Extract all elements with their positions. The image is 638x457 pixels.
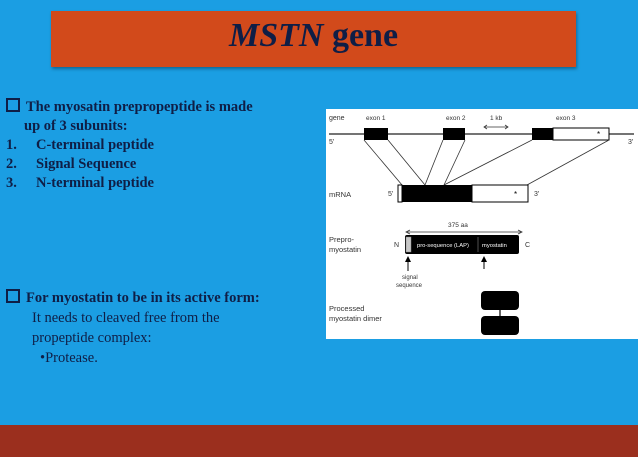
mrna-label: mRNA (329, 190, 351, 199)
list-item: 3. N-terminal peptide (6, 174, 326, 193)
aa-arrow-left-icon (405, 229, 411, 235)
prepro-protein-bar (405, 235, 519, 254)
cleavage-arrow-icon (481, 256, 487, 262)
title-rest: gene (323, 17, 399, 54)
bullet-subunits: The myosatin prepropeptide is made (6, 98, 326, 117)
gene-5prime: 5' (329, 139, 334, 146)
map-line (443, 139, 466, 186)
checkbox-bullet-icon (6, 289, 20, 303)
kb-arrow-right-icon (504, 124, 509, 130)
list-item: 2. Signal Sequence (6, 155, 326, 174)
mrna-coding (402, 185, 472, 202)
footer-bar (0, 425, 638, 457)
exon1-box (364, 128, 388, 140)
exon3-coding-box (532, 128, 553, 140)
prepro-label-2: myostatin (329, 245, 361, 254)
active-form-line-3: •Protease. (40, 350, 98, 366)
mrna-3prime: 3' (534, 191, 539, 198)
active-form-line-2: propeptide complex: (32, 330, 152, 346)
processed-label-2: myostatin dimer (329, 314, 382, 323)
list-text: N-terminal peptide (36, 175, 154, 191)
gene-label: gene (329, 115, 345, 122)
processed-label-1: Processed (329, 304, 364, 313)
list-number: 3. (6, 175, 17, 191)
aa-length-label: 375 aa (448, 222, 468, 229)
spacer (6, 193, 326, 289)
exon3-utr-box (552, 127, 610, 141)
signal-label-2: sequence (396, 283, 423, 289)
list-text: C-terminal peptide (36, 137, 154, 153)
diagram-svg: gene 5' 3' exon 1 exon 2 1 kb exon 3 * m… (329, 115, 634, 335)
n-terminus-label: N (394, 242, 399, 249)
title-gene-symbol: MSTN (228, 17, 324, 54)
title-bar: MSTN gene (51, 11, 576, 67)
map-line (363, 139, 403, 186)
aa-arrow-right-icon (517, 229, 523, 235)
exon3-label: exon 3 (556, 115, 576, 122)
mrna-3utr (471, 184, 529, 203)
list-item: 1. C-terminal peptide (6, 136, 326, 155)
mrna-5prime: 5' (388, 191, 393, 198)
exon1-label: exon 1 (366, 115, 386, 122)
myostatin-gene-diagram: gene 5' 3' exon 1 exon 2 1 kb exon 3 * m… (326, 109, 638, 339)
exon2-label: exon 2 (446, 115, 466, 122)
dimer-top-subunit (481, 291, 519, 310)
c-terminus-label: C (525, 242, 530, 249)
lap-label: pro-sequence (LAP) (417, 243, 469, 249)
map-line (424, 139, 444, 186)
exon2-box (443, 128, 465, 140)
checkbox-bullet-icon (6, 98, 20, 112)
myostatin-domain-label: myostatin (482, 243, 507, 249)
map-line (443, 139, 533, 186)
kb-label: 1 kb (490, 115, 503, 122)
gene-stop-star: * (597, 130, 600, 139)
list-text: Signal Sequence (36, 156, 137, 172)
map-line (387, 139, 426, 186)
prepro-label-1: Prepro- (329, 235, 355, 244)
signal-label-1: signal (402, 275, 418, 281)
mrna-5utr (397, 184, 403, 203)
signal-sequence-box (405, 236, 412, 253)
list-number: 1. (6, 137, 17, 153)
signal-arrow-icon (405, 256, 411, 262)
bullet-active-form: For myostatin to be in its active form: (6, 289, 326, 308)
slide-title: MSTN gene (51, 17, 576, 55)
mrna-stop-star: * (514, 190, 517, 199)
active-form-line-1: It needs to cleaved free from the (32, 310, 220, 326)
left-text-column: The myosatin prepropeptide is made up of… (6, 98, 326, 368)
map-line (526, 139, 610, 186)
list-number: 2. (6, 156, 17, 172)
bullet-subunits-text: The myosatin prepropeptide is made (26, 99, 253, 115)
bullet-active-form-text: For myostatin to be in its active form: (26, 290, 260, 306)
gene-3prime: 3' (628, 139, 633, 146)
bullet-subunits-cont: up of 3 subunits: (24, 118, 128, 134)
kb-arrow-left-icon (483, 124, 488, 130)
dimer-bottom-subunit (481, 316, 519, 335)
